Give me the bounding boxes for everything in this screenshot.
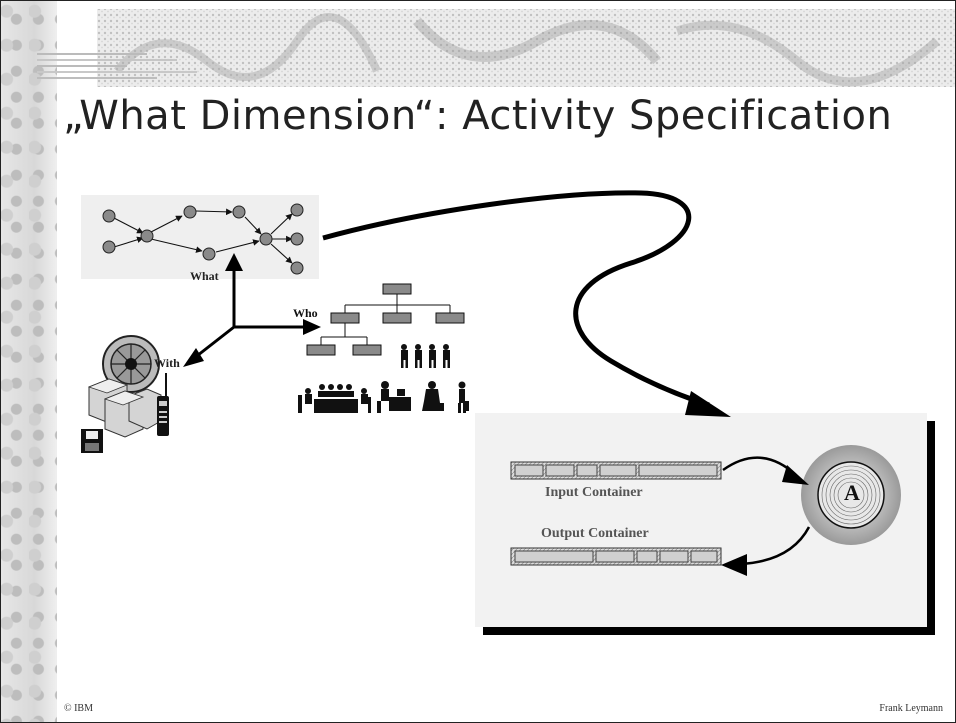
resources-cluster: [81, 335, 169, 453]
process-graph: [81, 195, 319, 279]
people-icons: [298, 344, 469, 413]
with-dimension-label: With: [154, 356, 180, 370]
org-chart: [306, 283, 465, 356]
output-container-label: Output Container: [541, 526, 649, 541]
footer-copyright: © IBM: [64, 703, 93, 714]
top-banner-texture: [37, 1, 955, 93]
left-texture-border: [1, 1, 57, 722]
input-container-label: Input Container: [545, 485, 643, 500]
input-container-bar: [510, 461, 722, 480]
dimension-axes: [183, 253, 321, 367]
footer-author: Frank Leymann: [879, 703, 943, 714]
banner-texture-svg: [37, 9, 955, 87]
activity-node: [801, 445, 901, 545]
output-container-bar: [510, 547, 722, 566]
activity-label: A: [844, 480, 860, 505]
what-dimension-label: What: [190, 269, 219, 283]
who-dimension-label: Who: [293, 306, 318, 320]
data-flow-arrows: [721, 456, 811, 576]
specification-arrow: [322, 190, 731, 417]
slide-title: „What Dimension“: Activity Specification: [63, 93, 893, 139]
